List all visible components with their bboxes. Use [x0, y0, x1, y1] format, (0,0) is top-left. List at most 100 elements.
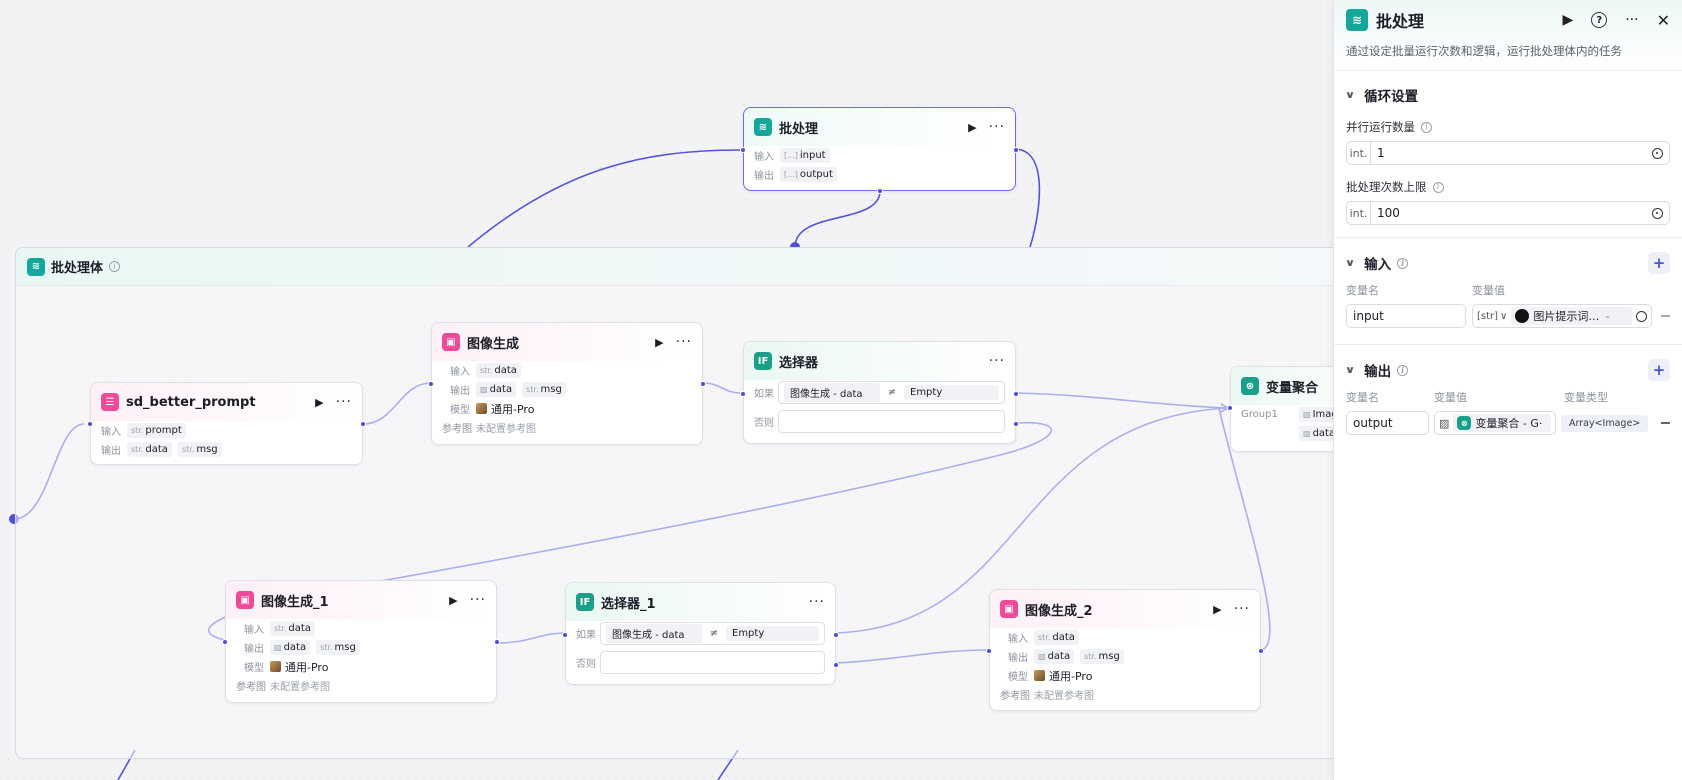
if-output-handle[interactable]	[833, 632, 839, 638]
run-icon[interactable]: ▶	[1562, 12, 1574, 28]
output-tag-data: ▨data	[270, 640, 311, 655]
info-icon[interactable]: i	[1397, 364, 1409, 376]
panel-header: ≋ 批处理 ▶ ? ··· ✕	[1334, 0, 1682, 40]
workflow-canvas[interactable]: ≋ 批处理体 i ≋ 批处理 ▶ ··· 输入 [...]input 输出 [.…	[0, 0, 1333, 780]
type-prefix: str.	[131, 426, 144, 435]
input-handle[interactable]	[740, 391, 746, 397]
else-output-handle[interactable]	[1013, 421, 1019, 427]
input-var-name-field[interactable]: input	[1346, 304, 1466, 328]
more-icon[interactable]: ···	[988, 119, 1005, 135]
image-gen-node[interactable]: ▣ 图像生成 ▶ ··· 输入 str.data 输出 ▨data str.ms…	[428, 322, 706, 445]
output-handle[interactable]	[700, 381, 706, 387]
info-icon[interactable]: i	[109, 261, 121, 272]
input-var-value-field[interactable]: [str] ∨ 图片提示词… -	[1472, 304, 1652, 328]
more-icon[interactable]: ···	[1233, 601, 1250, 617]
more-icon[interactable]: ···	[988, 353, 1005, 369]
more-icon[interactable]: ···	[808, 594, 825, 610]
remove-input-button[interactable]	[1661, 315, 1670, 317]
output-label: 输出	[754, 171, 774, 182]
chevron-down-icon[interactable]: ∨	[1344, 364, 1356, 376]
var-name: msg	[540, 384, 562, 395]
selector-1-node[interactable]: IF 选择器_1 ··· 如果 图像生成 - data ≠ Empty 否则	[562, 582, 839, 685]
var-name: msg	[196, 444, 218, 455]
input-handle[interactable]	[740, 147, 746, 153]
var-name: data	[1312, 428, 1333, 439]
input-handle[interactable]	[87, 421, 93, 427]
info-icon[interactable]: i	[1432, 181, 1444, 193]
add-input-button[interactable]: +	[1648, 252, 1670, 274]
model-label: 模型	[1008, 672, 1028, 683]
run-icon[interactable]: ▶	[449, 593, 458, 607]
type-prefix: str.	[526, 385, 539, 394]
variable-aggregate-node[interactable]: ⊗ 变量聚合 Group1 ▨Imag ▨data	[1227, 366, 1333, 452]
input-handle[interactable]	[222, 639, 228, 645]
input-handle[interactable]	[562, 632, 568, 638]
input-section-header[interactable]: ∨ 输入 i +	[1344, 252, 1670, 274]
parallel-value[interactable]: 1	[1377, 146, 1385, 160]
more-icon[interactable]: ···	[335, 394, 352, 410]
output-tag: [...]output	[780, 167, 837, 182]
run-icon[interactable]: ▶	[655, 335, 664, 349]
batch-limit-input[interactable]: int. 100	[1346, 201, 1670, 225]
else-box[interactable]	[600, 651, 825, 674]
output-var-name-field[interactable]: output	[1346, 411, 1429, 435]
output-label: 输出	[1008, 653, 1028, 664]
selector-if-row: 如果 图像生成 - data ≠ Empty	[744, 380, 1015, 405]
output-handle[interactable]	[1258, 648, 1264, 654]
chevron-down-icon[interactable]: ∨	[1344, 89, 1356, 101]
input-handle[interactable]	[986, 648, 992, 654]
help-icon[interactable]: ?	[1591, 12, 1608, 28]
sd-node-title: sd_better_prompt	[126, 394, 256, 410]
image-gen-1-node[interactable]: ▣ 图像生成_1 ▶ ··· 输入 str.data 输出 ▨data str.…	[222, 580, 500, 703]
agg-group-row: Group1 ▨Imag	[1231, 405, 1333, 424]
close-icon[interactable]: ✕	[1656, 10, 1670, 30]
condition-value: Empty	[904, 385, 999, 400]
batch-node[interactable]: ≋ 批处理 ▶ ··· 输入 [...]input 输出 [...]output	[740, 107, 1019, 194]
output-tag-data: str.data	[127, 442, 172, 457]
parallel-count-input[interactable]: int. 1	[1346, 141, 1670, 165]
output-handle[interactable]	[494, 639, 500, 645]
img1-output-row: 输出 ▨data str.msg	[226, 638, 496, 657]
variable-picker-icon[interactable]	[1652, 147, 1663, 159]
condition-box[interactable]: 图像生成 - data ≠ Empty	[778, 381, 1005, 404]
output-handle[interactable]	[1013, 147, 1019, 153]
sd-node-header: ☰ sd_better_prompt ▶ ···	[91, 383, 362, 421]
else-label: 否则	[754, 418, 774, 429]
model-value: 通用-Pro	[1049, 669, 1093, 683]
output-var-value-field[interactable]: ▨ ⊗ 变量聚合 - G·	[1434, 411, 1556, 435]
input-tag: str.data	[476, 363, 521, 378]
else-output-handle[interactable]	[833, 662, 839, 668]
input-handle[interactable]	[428, 381, 434, 387]
if-output-handle[interactable]	[1013, 391, 1019, 397]
body-handle[interactable]	[877, 188, 883, 194]
chevron-down-icon[interactable]: ∨	[1344, 257, 1356, 269]
layers-icon: ≋	[27, 257, 45, 276]
sd-better-prompt-node[interactable]: ☰ sd_better_prompt ▶ ··· 输入 str.prompt 输…	[87, 382, 366, 465]
node-avatar-icon	[1515, 309, 1530, 323]
limit-value[interactable]: 100	[1377, 206, 1400, 220]
image-gen-2-node[interactable]: ▣ 图像生成_2 ▶ ··· 输入 str.data 输出 ▨data str.…	[986, 589, 1264, 711]
more-icon[interactable]: ···	[469, 592, 486, 608]
condition-value: Empty	[726, 626, 819, 641]
more-icon[interactable]: ···	[1625, 12, 1639, 28]
type-prefix: str.	[1084, 652, 1097, 661]
condition-box[interactable]: 图像生成 - data ≠ Empty	[600, 622, 825, 645]
add-output-button[interactable]: +	[1648, 359, 1670, 381]
more-icon[interactable]: ···	[675, 334, 692, 350]
selector-node[interactable]: IF 选择器 ··· 如果 图像生成 - data ≠ Empty 否则	[740, 341, 1019, 444]
variable-picker-icon[interactable]	[1636, 310, 1647, 322]
chevron-down-icon[interactable]: ∨	[1500, 310, 1508, 322]
loop-section-header[interactable]: ∨ 循环设置	[1344, 85, 1670, 105]
remove-output-button[interactable]	[1661, 422, 1670, 424]
output-handle[interactable]	[360, 421, 366, 427]
output-section-header[interactable]: ∨ 输出 i +	[1344, 359, 1670, 381]
info-icon[interactable]: i	[1397, 257, 1409, 269]
image-gen-1-header: ▣ 图像生成_1 ▶ ···	[226, 581, 496, 619]
run-icon[interactable]: ▶	[968, 120, 977, 134]
run-icon[interactable]: ▶	[315, 395, 324, 409]
else-box[interactable]	[778, 410, 1005, 433]
variable-picker-icon[interactable]	[1652, 207, 1663, 219]
info-icon[interactable]: i	[1421, 121, 1432, 133]
input-handle[interactable]	[1227, 405, 1233, 411]
run-icon[interactable]: ▶	[1213, 602, 1222, 616]
